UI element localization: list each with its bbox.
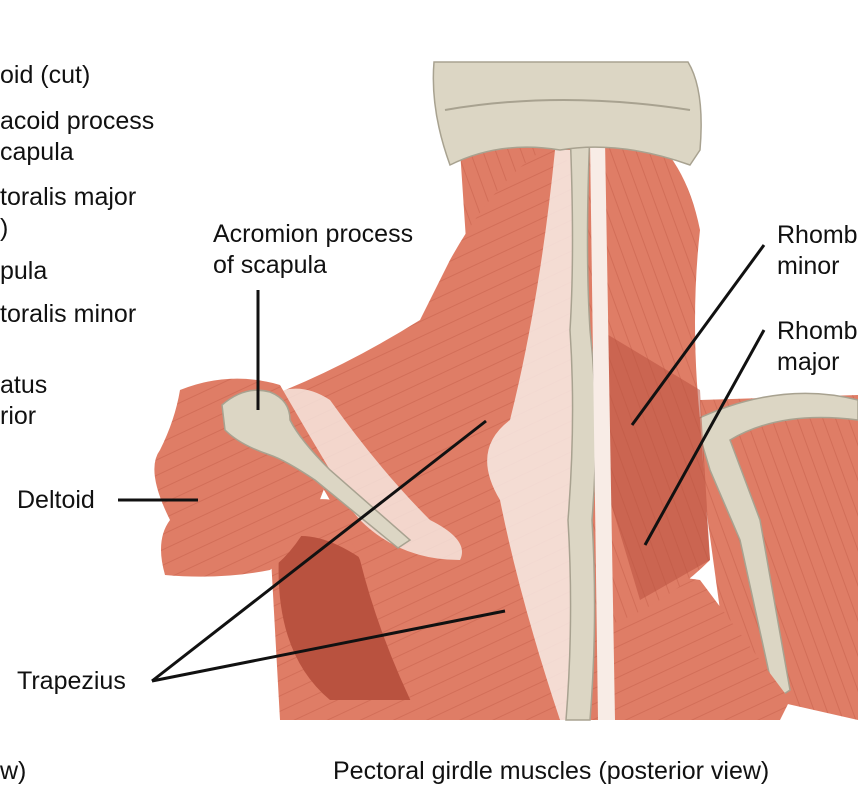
label-rhomboid-major-line1: Rhomb (777, 317, 858, 345)
occipital-bone-shade (444, 99, 691, 111)
trapezius-muscle-fibers (260, 140, 580, 720)
label-deltoid: Deltoid (17, 486, 95, 514)
label-scapula: pula (0, 257, 48, 285)
label-acromion-process: Acromion process of scapula (213, 219, 413, 281)
label-serratus-line2: rior (0, 402, 37, 430)
label-pectoralis-major-line2: ) (0, 214, 9, 242)
rhomboid-minor-leader-line (630, 244, 766, 426)
label-rhomboid-major: Rhomb major (777, 316, 858, 378)
label-pectoralis-major: toralis major ) (0, 182, 136, 244)
label-rhomboid-minor-line2: minor (777, 252, 840, 280)
label-coracoid-process: acoid process capula (0, 106, 154, 168)
occipital-bone (432, 61, 702, 167)
label-rhomboid-major-line2: major (777, 348, 840, 376)
label-serratus-line1: atus (0, 371, 48, 399)
anterior-view-caption: w) (0, 757, 27, 785)
figure-caption: Pectoral girdle muscles (posterior view) (333, 757, 770, 785)
label-pectoralis-minor: toralis minor (0, 300, 137, 328)
rhomboid-muscles (600, 330, 710, 600)
rhomboid-major-leader-line (643, 329, 766, 546)
label-trapezius: Trapezius (17, 667, 126, 695)
acromion-bone (221, 389, 412, 549)
right-scapula-spine (694, 392, 858, 702)
label-deltoid-cut: oid (cut) (0, 61, 91, 89)
ligamentum-nuchae (590, 140, 615, 720)
label-pectoralis-major-line1: toralis major (0, 183, 137, 211)
leader-lines (118, 244, 766, 683)
vertebral-column (565, 129, 597, 721)
label-acromion-line2: of scapula (213, 251, 327, 279)
label-coracoid-line1: acoid process (0, 107, 155, 135)
label-rhomboid-minor-line1: Rhomb (777, 221, 858, 249)
label-rhomboid-minor: Rhomb minor (777, 220, 858, 282)
trapezius-leader-line-lower (151, 609, 506, 683)
trapezius-acromial-tendon (270, 388, 462, 560)
label-coracoid-line2: capula (0, 138, 74, 166)
label-acromion-line1: Acromion process (213, 220, 414, 248)
trapezius-tendon (487, 150, 580, 720)
label-serratus: atus rior (0, 370, 47, 432)
trapezius-leader-line-upper (151, 419, 487, 683)
